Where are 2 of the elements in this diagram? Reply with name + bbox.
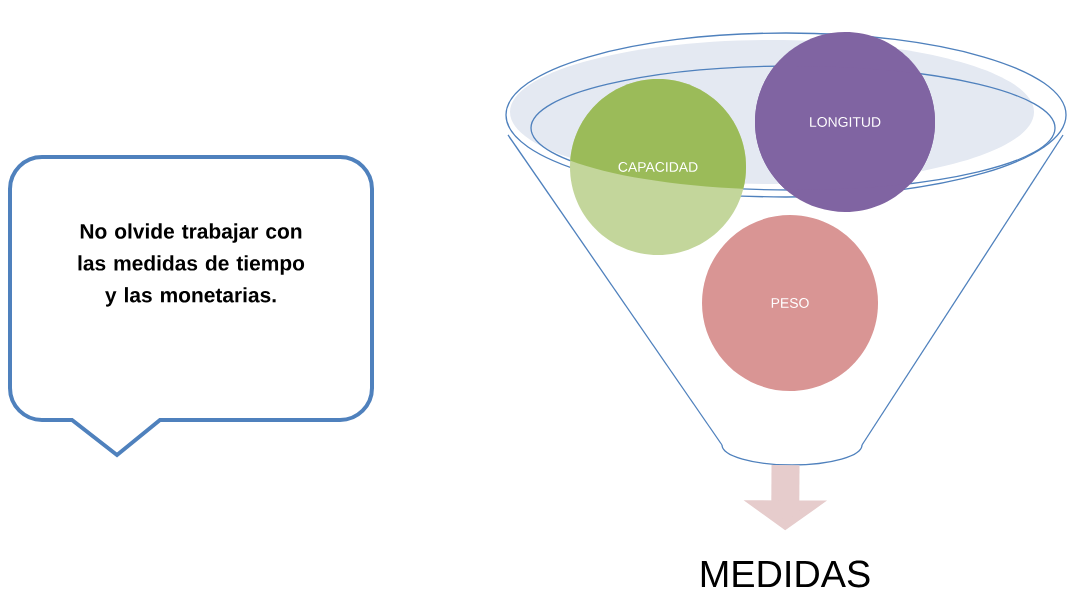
speech-bubble: No olvide trabajar con las medidas de tiempo y las monetarias. xyxy=(8,155,374,457)
result-label: MEDIDAS xyxy=(701,560,870,588)
